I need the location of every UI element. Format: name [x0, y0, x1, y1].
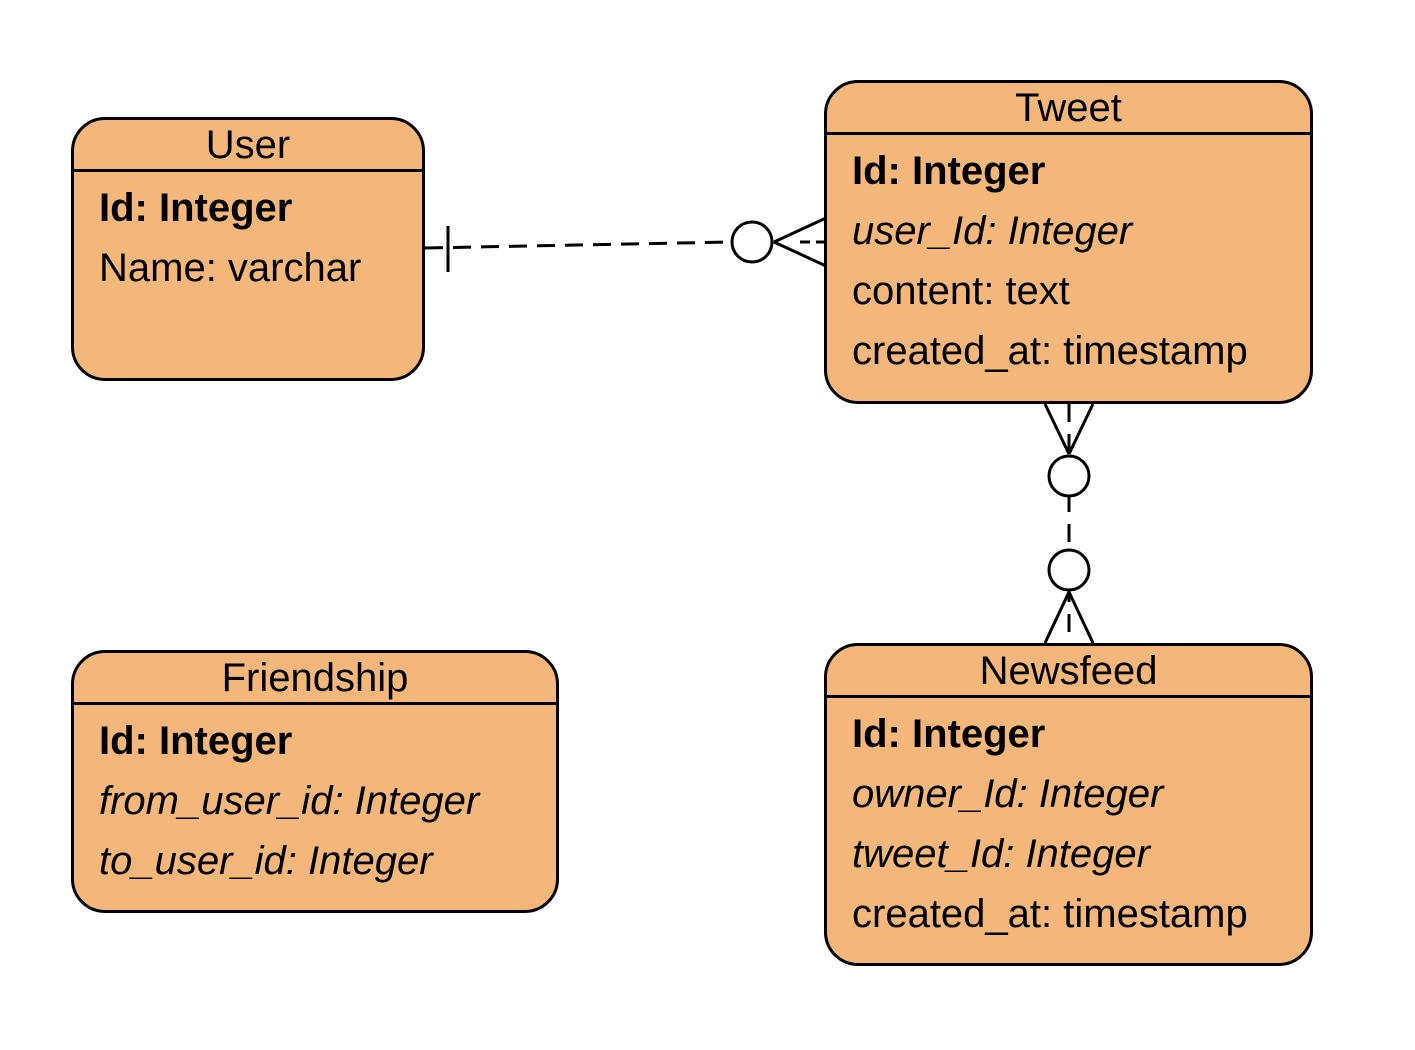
attribute-primary-key: Id: Integer — [852, 712, 1046, 756]
attribute-foreign-key: to_user_id: Integer — [99, 839, 433, 883]
attribute: Name: varchar — [99, 246, 362, 290]
many-crowfoot-line — [773, 216, 827, 244]
attribute-foreign-key: owner_Id: Integer — [852, 772, 1164, 816]
entity-title: Friendship — [74, 653, 556, 705]
relationship-line — [424, 240, 731, 250]
attribute-list: Id: Integer Name: varchar — [74, 172, 422, 298]
relationship-user-tweet[interactable] — [424, 216, 827, 272]
zero-optionality-circle — [730, 220, 774, 264]
entity-user[interactable]: User Id: Integer Name: varchar — [71, 117, 425, 381]
attribute-foreign-key: tweet_Id: Integer — [852, 832, 1150, 876]
zero-optionality-circle — [1047, 454, 1091, 498]
attribute-list: Id: Integer user_Id: Integer content: te… — [827, 135, 1310, 381]
entity-title: Tweet — [827, 83, 1310, 135]
many-crowfoot-line — [1043, 591, 1071, 644]
many-crowfoot-line — [773, 240, 827, 268]
relationship-tweet-newsfeed[interactable] — [1043, 403, 1095, 644]
attribute-primary-key: Id: Integer — [99, 186, 293, 230]
entity-title: Newsfeed — [827, 646, 1310, 698]
attribute-list: Id: Integer from_user_id: Integer to_use… — [74, 705, 556, 891]
entity-newsfeed[interactable]: Newsfeed Id: Integer owner_Id: Integer t… — [824, 643, 1313, 966]
many-crowfoot-line — [1067, 403, 1095, 455]
entity-friendship[interactable]: Friendship Id: Integer from_user_id: Int… — [71, 650, 559, 913]
attribute: created_at: timestamp — [852, 892, 1248, 936]
zero-optionality-circle — [1047, 548, 1091, 592]
many-crowfoot-line — [1043, 403, 1071, 455]
attribute-foreign-key: from_user_id: Integer — [99, 779, 480, 823]
attribute-primary-key: Id: Integer — [99, 719, 293, 763]
attribute-list: Id: Integer owner_Id: Integer tweet_Id: … — [827, 698, 1310, 944]
attribute-foreign-key: user_Id: Integer — [852, 209, 1133, 253]
attribute-primary-key: Id: Integer — [852, 149, 1046, 193]
attribute: content: text — [852, 269, 1070, 313]
many-crowfoot-line — [1067, 591, 1095, 644]
entity-title: User — [74, 120, 422, 172]
entity-tweet[interactable]: Tweet Id: Integer user_Id: Integer conte… — [824, 80, 1313, 404]
attribute: created_at: timestamp — [852, 329, 1248, 373]
